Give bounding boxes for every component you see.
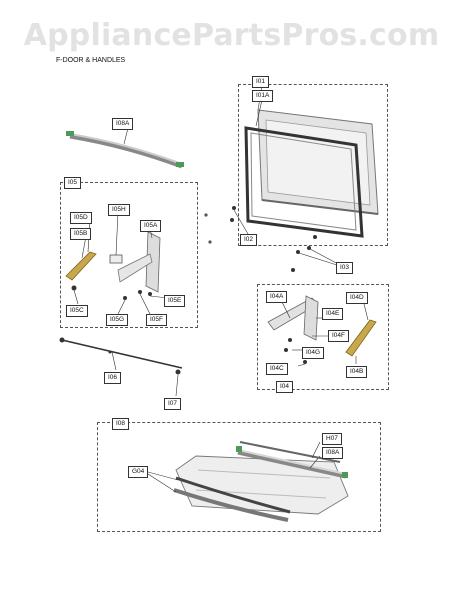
callout-i08a-bottom: I08A [322, 447, 344, 459]
group-box-i04 [257, 284, 389, 390]
callout-i05: I05 [64, 177, 82, 189]
callout-i05e: I05E [164, 295, 186, 307]
small-parts-i04 [284, 317, 330, 367]
trim-strip-i04b [345, 303, 377, 364]
door-gasket-part [244, 126, 364, 238]
group-box-i08 [97, 422, 381, 532]
callout-h07: H07 [322, 433, 342, 445]
callout-i01: I01 [252, 76, 270, 88]
callout-i05f: I05F [146, 314, 168, 326]
callout-i05g: I05G [106, 314, 129, 326]
handle-base-i08 [175, 455, 349, 515]
callout-i08a-top: I08A [112, 118, 134, 130]
callout-i01a: I01A [252, 90, 274, 102]
callout-i05c: I05C [66, 305, 88, 317]
callout-i05d: I05D [70, 212, 92, 224]
small-parts-i05 [71, 285, 169, 315]
rod-part-i06 [59, 337, 183, 371]
group-box-i01 [238, 84, 388, 246]
bracket-i04a [267, 295, 319, 341]
screws-i02 [204, 206, 249, 244]
callout-i04g: I04G [302, 347, 325, 359]
watermark-logo: AppliancePartsPros.com [23, 18, 440, 53]
callout-i04c: I04C [266, 363, 288, 375]
screws-i03 [291, 235, 341, 272]
clip-i05h [109, 211, 123, 264]
callout-i04b: I04B [346, 366, 368, 378]
screw-part-i07 [175, 369, 181, 397]
page-title: F-DOOR & HANDLES [56, 57, 126, 64]
callout-i07: I07 [164, 398, 182, 410]
callout-i04e: I04E [322, 308, 344, 320]
callout-i06: I06 [104, 372, 122, 384]
trim-strip-g04 [147, 471, 291, 522]
callout-g04: G04 [128, 466, 149, 478]
callout-i04f: I04F [328, 330, 350, 342]
callout-i04: I04 [276, 381, 294, 393]
callout-i05b: I05B [70, 228, 92, 240]
callout-i05a: I05A [140, 220, 162, 232]
group-box-i05 [60, 182, 198, 328]
callout-i02: I02 [240, 234, 258, 246]
hinge-bracket-i05a [117, 227, 161, 293]
callout-i08: I08 [112, 418, 130, 430]
top-handle-part [66, 127, 184, 169]
callout-i04d: I04D [346, 292, 368, 304]
callout-i03: I03 [336, 262, 354, 274]
callout-i04a: I04A [266, 291, 288, 303]
callout-i05h: I05H [108, 204, 130, 216]
